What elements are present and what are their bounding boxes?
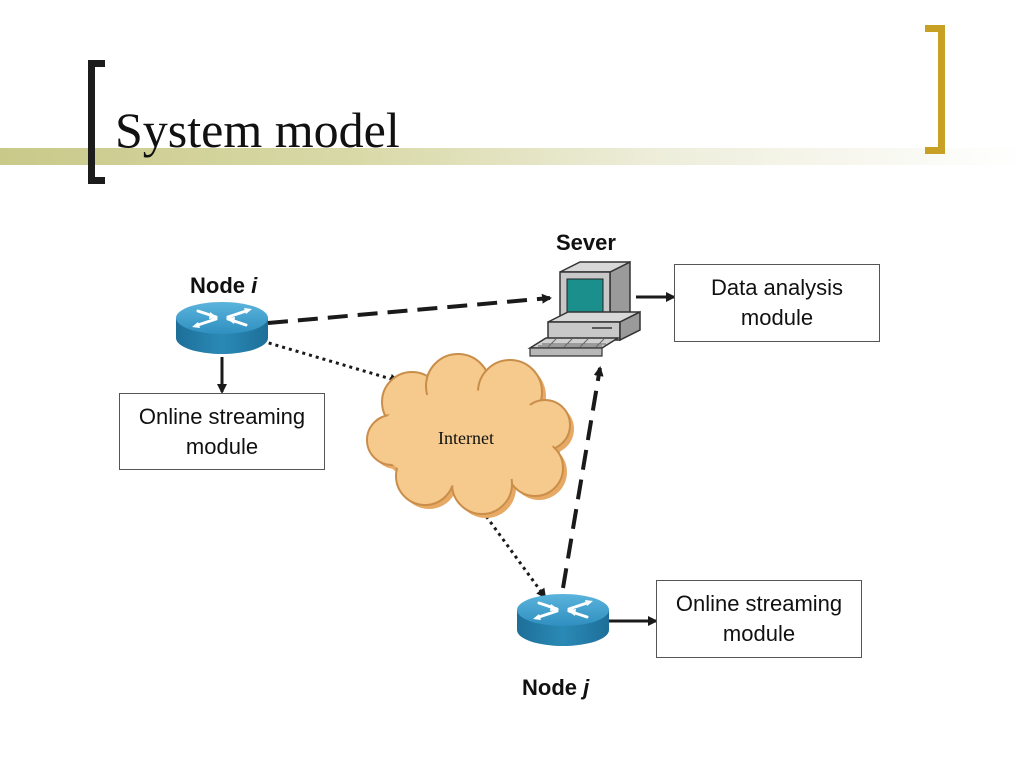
link-node-i-to-server bbox=[267, 293, 552, 325]
server-computer-icon bbox=[527, 260, 641, 357]
title-decoration-band bbox=[0, 148, 1024, 165]
node-j-label-var: j bbox=[583, 675, 590, 700]
node-i-label: Node i bbox=[190, 273, 257, 299]
link-node-i-to-internet bbox=[261, 339, 400, 384]
node-j-router-icon bbox=[517, 594, 609, 646]
node-i-streaming-module-box: Online streaming module bbox=[119, 393, 325, 470]
node-i-router-icon bbox=[176, 302, 268, 354]
node-j-streaming-module-box: Online streaming module bbox=[656, 580, 862, 658]
internet-cloud-icon: Internet bbox=[366, 353, 574, 518]
node-i-label-text: Node bbox=[190, 273, 245, 298]
node-i-label-var: i bbox=[251, 273, 258, 298]
left-bracket-decoration bbox=[88, 60, 105, 184]
right-bracket-decoration bbox=[925, 25, 945, 154]
link-internet-to-node-j bbox=[476, 504, 547, 599]
slide-title: System model bbox=[115, 102, 400, 158]
link-node-j-to-server bbox=[561, 366, 604, 589]
node-j-label-text: Node bbox=[522, 675, 577, 700]
data-analysis-module-box: Data analysis module bbox=[674, 264, 880, 342]
server-label: Sever bbox=[556, 230, 616, 255]
internet-label: Internet bbox=[438, 428, 494, 448]
node-j-label: Node j bbox=[522, 675, 589, 701]
